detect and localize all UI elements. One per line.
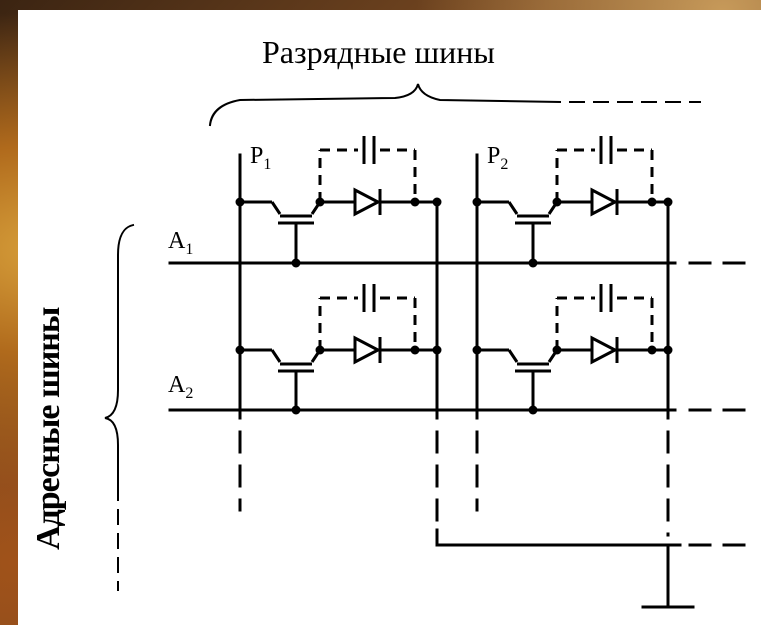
bit-lines-brace <box>208 83 562 127</box>
cell-2-1-gate-node <box>291 405 301 415</box>
cell-1-2-node-return <box>663 197 673 207</box>
address-lines-title: Адресные шины <box>30 307 67 550</box>
cell-1-2-diode-triangle <box>590 187 619 217</box>
cell-2-2-diode-triangle <box>590 335 619 365</box>
cell-1-2-node-bitline <box>472 197 482 207</box>
cell-2-2-gate-node <box>528 405 538 415</box>
label-p1: P1 <box>250 143 272 173</box>
cell-1-1-gate-node <box>291 258 301 268</box>
cell-2-1-diode-triangle <box>353 335 382 365</box>
cell-1-1-drain <box>270 201 282 215</box>
address-lines-brace <box>104 223 135 501</box>
label-a2: A2 <box>168 372 194 402</box>
cell-2-1-node-return <box>432 345 442 355</box>
label-a1: A1 <box>168 228 194 258</box>
cell-1-2-gate-node <box>528 258 538 268</box>
cell-1-2-drain <box>507 201 519 215</box>
cell-2-2-node-return <box>663 345 673 355</box>
cell-1-1-node-return <box>432 197 442 207</box>
cell-2-2-drain <box>507 349 519 363</box>
bit-lines-title: Разрядные шины <box>262 34 495 70</box>
cell-2-1-node-bitline <box>235 345 245 355</box>
cell-1-1-node-bitline <box>235 197 245 207</box>
cell-2-1-drain <box>270 349 282 363</box>
cell-1-1-diode-triangle <box>353 187 382 217</box>
label-p2: P2 <box>487 143 509 173</box>
diagram-panel <box>18 10 761 625</box>
cell-2-2-node-bitline <box>472 345 482 355</box>
